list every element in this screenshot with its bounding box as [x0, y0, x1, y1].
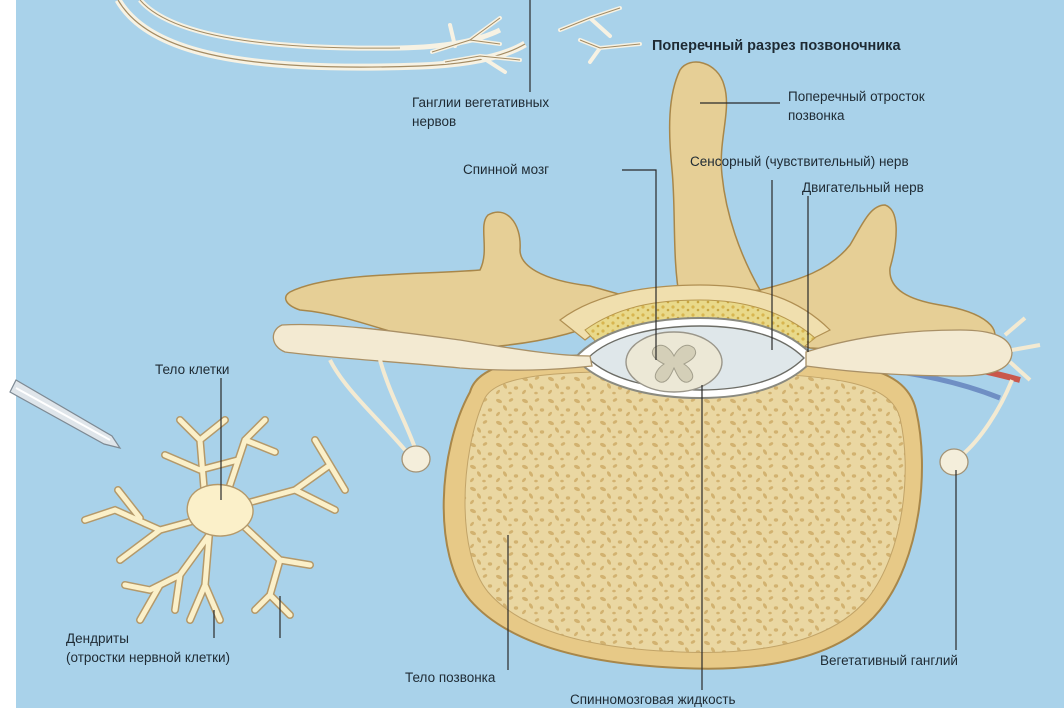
spinal-cord	[626, 332, 722, 392]
label-spinal-cord: Спинной мозг	[463, 162, 549, 177]
diagram-title: Поперечный разрез позвоночника	[652, 38, 901, 54]
label-sensory-nerve: Сенсорный (чувствительный) нерв	[690, 154, 909, 169]
label-ganglia-line1: Ганглии вегетативных	[412, 95, 549, 110]
label-dendrites-line2: (отростки нервной клетки)	[66, 650, 230, 665]
vertebral-body	[444, 355, 922, 669]
left-autonomic-ganglion	[402, 446, 430, 472]
label-motor-nerve: Двигательный нерв	[802, 180, 924, 195]
right-autonomic-ganglion	[940, 449, 968, 475]
label-dendrites-line1: Дендриты	[66, 631, 129, 646]
label-cell-body: Тело клетки	[155, 362, 229, 377]
left-margin	[0, 0, 16, 708]
label-ganglia-line2: нервов	[412, 114, 456, 129]
label-transverse-line2: позвонка	[788, 108, 845, 123]
label-vertebra-body: Тело позвонка	[405, 670, 496, 685]
label-autonomic-ganglion: Вегетативный ганглий	[820, 653, 958, 668]
label-csf: Спинномозговая жидкость	[570, 692, 736, 707]
label-transverse-line1: Поперечный отросток	[788, 89, 925, 104]
